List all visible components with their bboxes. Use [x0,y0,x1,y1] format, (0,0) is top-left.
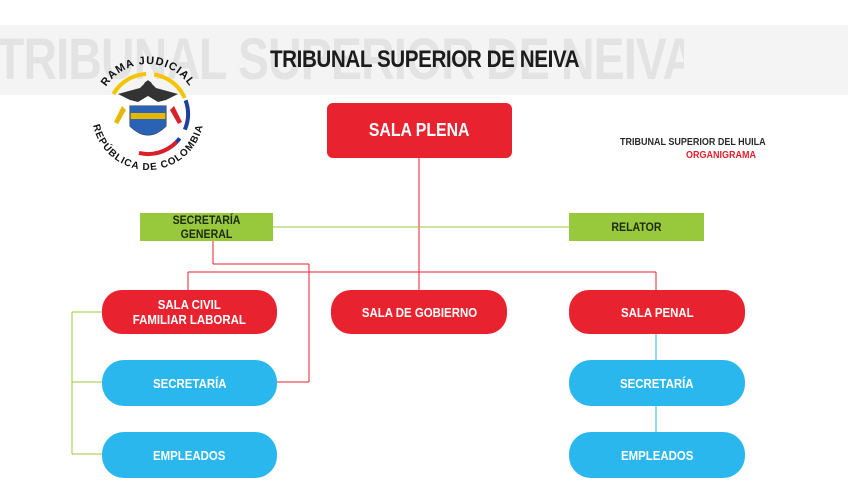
node-secretaria-right-label: SECRETARÍA [620,375,694,391]
node-secretaria-left-label: SECRETARÍA [152,375,227,391]
node-sala-gobierno-label: SALA DE GOBIERNO [361,304,477,320]
node-sala-plena: SALA PLENA [327,103,512,158]
rama-judicial-logo: RAMA JUDICIAL REPÚBLICA DE COLOMBIA [90,55,205,173]
node-empleados-right-label: EMPLEADOS [620,447,694,463]
watermark-text: TRIBUNAL SUPERIOR DE NEIVA [0,27,684,92]
node-secretaria-left: SECRETARÍA [102,360,277,406]
header-banner [0,25,848,95]
node-secretaria-general: SECRETARÍA GENERAL [140,213,273,241]
node-sala-gobierno: SALA DE GOBIERNO [331,290,507,334]
node-sala-penal-label: SALA PENAL [620,304,694,320]
org-name: TRIBUNAL SUPERIOR DEL HUILA [620,137,766,148]
node-empleados-right: EMPLEADOS [569,432,745,478]
node-relator-label: RELATOR [611,220,662,234]
node-sala-penal: SALA PENAL [569,290,745,334]
node-secretaria-general-label: SECRETARÍA GENERAL [172,213,241,241]
page-title: TRIBUNAL SUPERIOR DE NEIVA [270,46,580,73]
org-chart-label: ORGANIGRAMA [686,150,757,161]
node-empleados-left-label: EMPLEADOS [153,447,226,463]
node-secretaria-right: SECRETARÍA [569,360,745,406]
node-empleados-left: EMPLEADOS [102,432,277,478]
node-sala-plena-label: SALA PLENA [369,120,470,140]
node-sala-civil: SALA CIVIL FAMILIAR LABORAL [102,290,277,334]
node-relator: RELATOR [569,213,704,241]
node-sala-civil-label: SALA CIVIL FAMILIAR LABORAL [132,297,247,327]
